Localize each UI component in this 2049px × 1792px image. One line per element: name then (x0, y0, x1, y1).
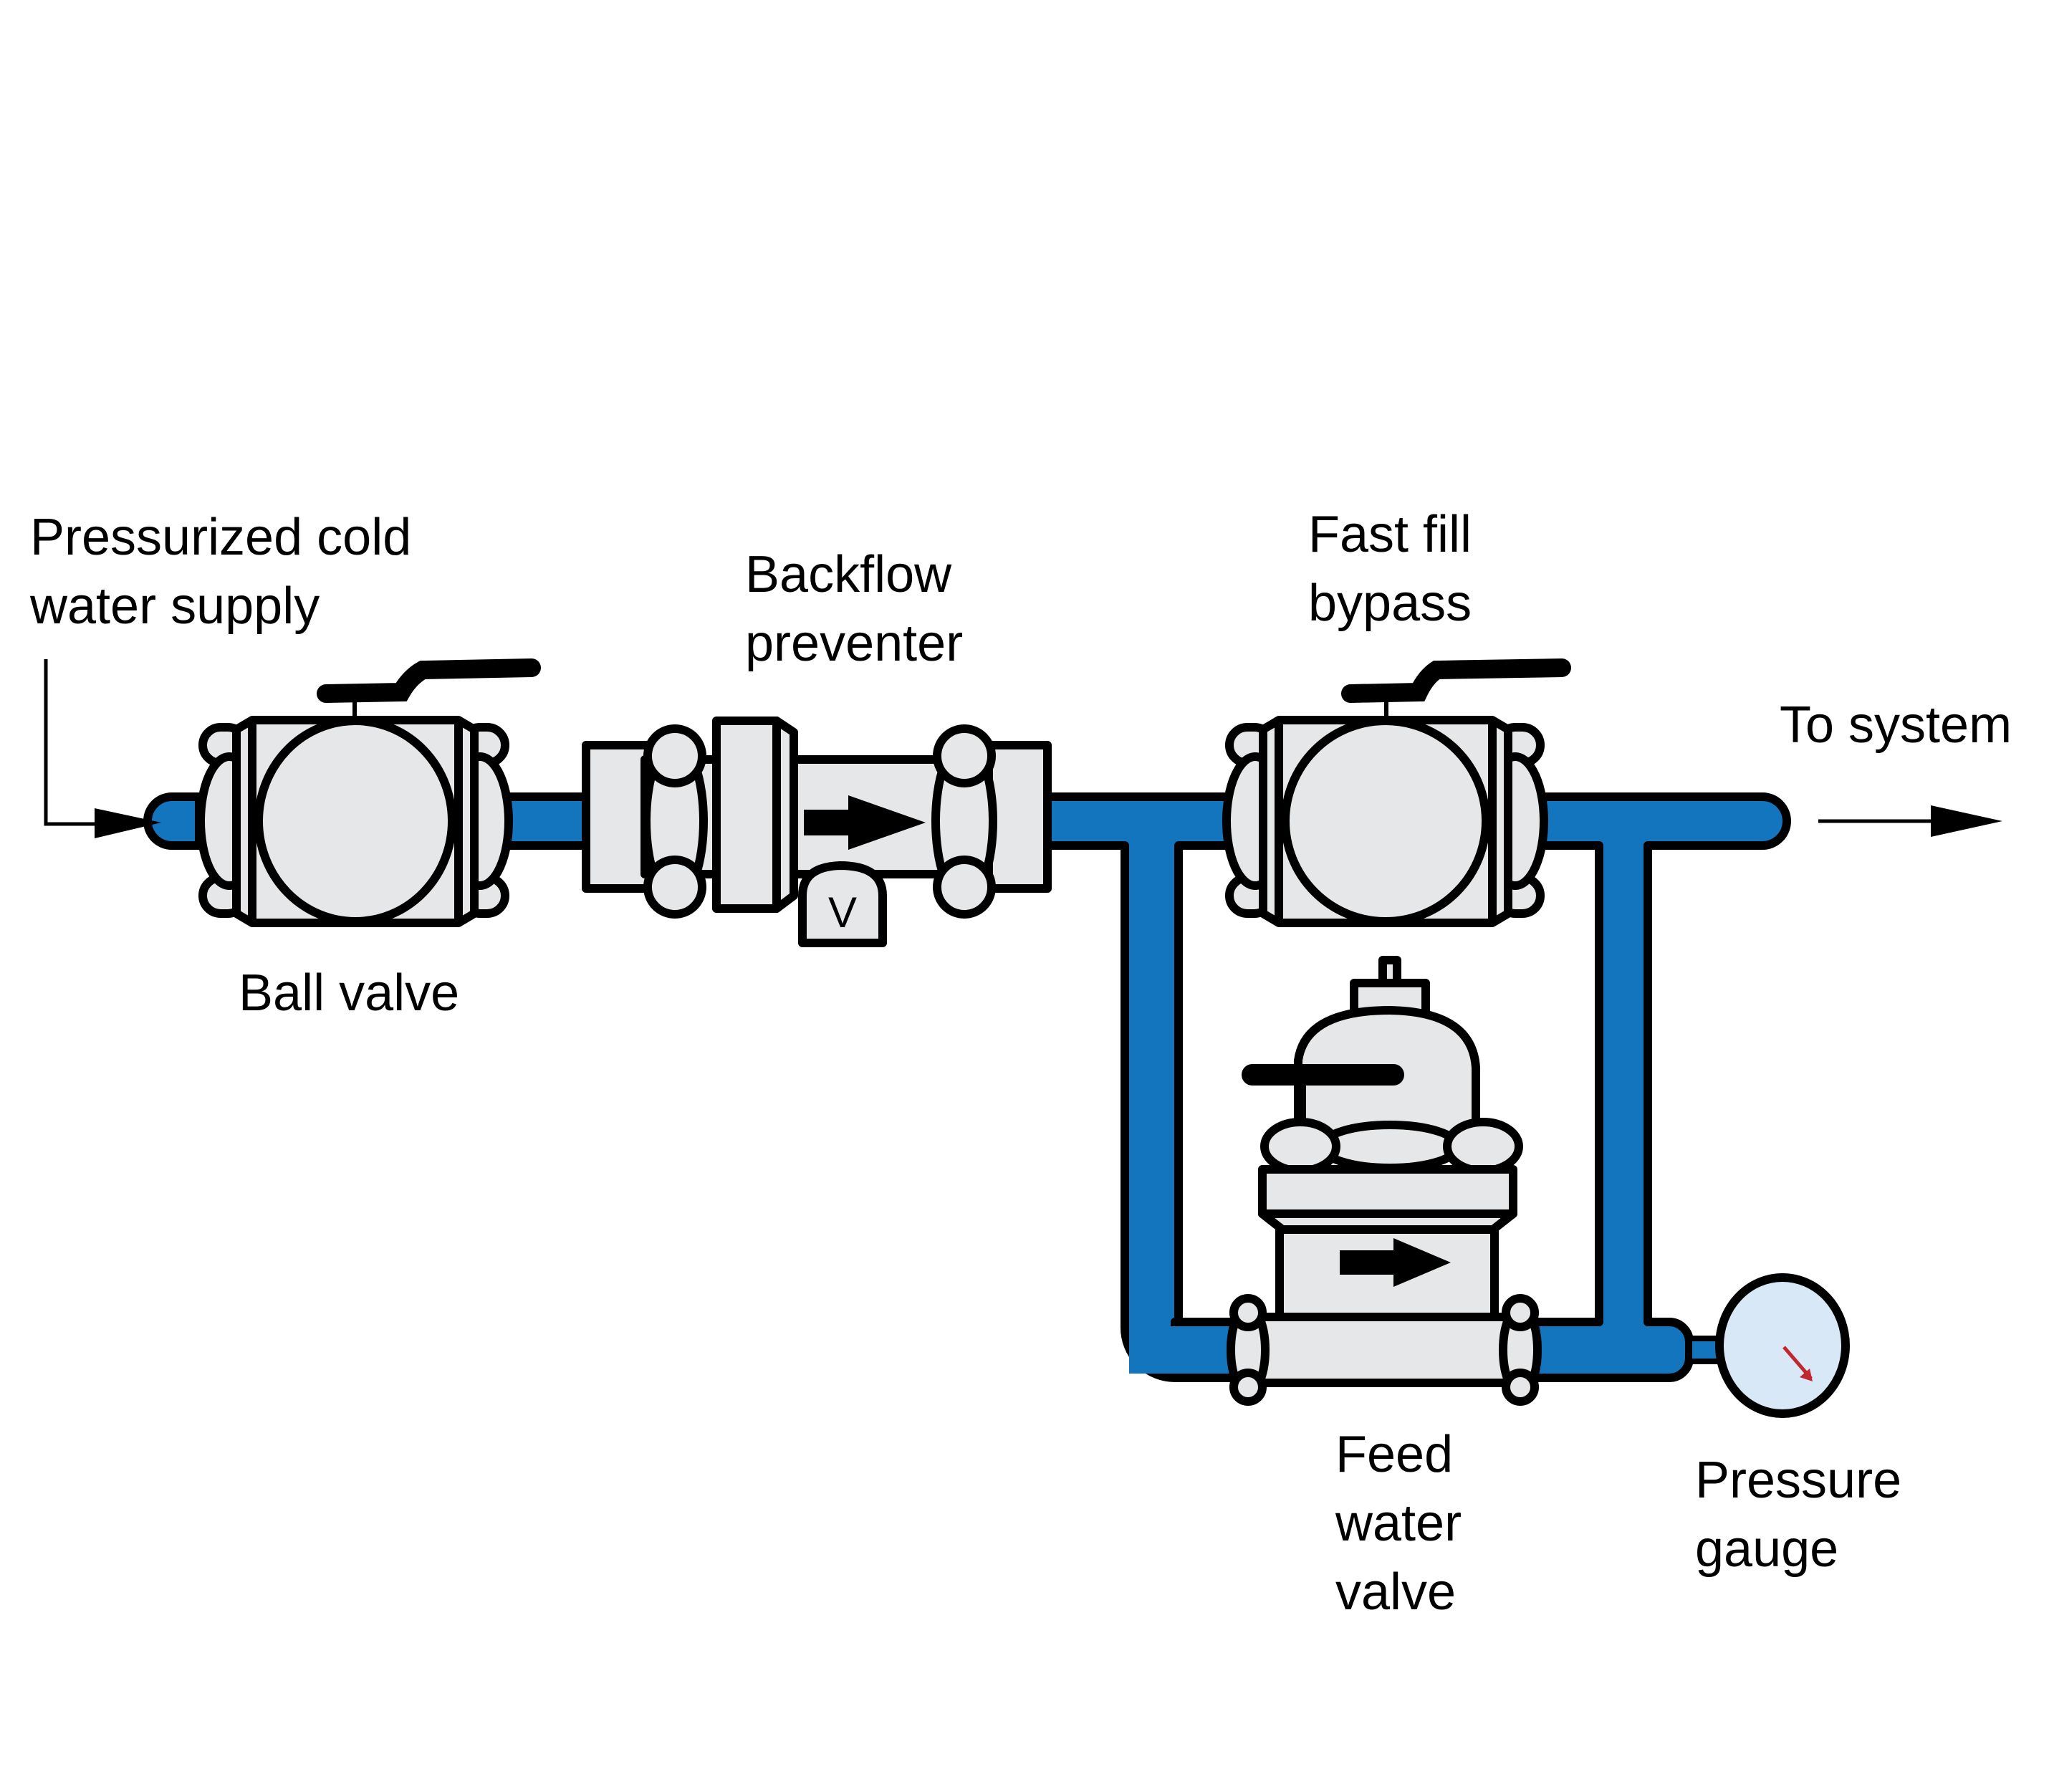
pipe-feed-left (1129, 1326, 1244, 1374)
to-system-arrow (1818, 805, 2002, 837)
fast-fill-bypass[interactable] (1222, 658, 1571, 927)
feed-valve-label-line-1: Feed (1335, 1426, 1453, 1483)
pipe-inlet (143, 792, 203, 850)
ball-valve[interactable] (196, 658, 541, 927)
gauge-face (1715, 1273, 1850, 1418)
backflow-label-line-2: preventer (745, 615, 963, 672)
gauge-label-line-2: gauge (1695, 1520, 1838, 1578)
flow-arrow-icon (1340, 1238, 1451, 1287)
supply-label-line-2: water supply (29, 578, 320, 635)
backflow-label-line-1: Backflow (745, 546, 952, 603)
pipe-feed-right (1540, 1326, 1669, 1374)
supply-arrow (44, 659, 161, 838)
supply-label-line-1: Pressurized cold (30, 509, 411, 566)
backflow-port (798, 861, 887, 947)
labels: Pressurized cold water supply Ball valve… (29, 506, 2012, 1621)
to-system-label: To system (1780, 696, 2012, 754)
arrow-head-icon (95, 808, 161, 838)
feed-water-valve[interactable] (1227, 956, 1542, 1406)
pipe-segment-1 (497, 792, 592, 850)
pressure-gauge[interactable] (1715, 1273, 1850, 1418)
gauge-label-line-1: Pressure (1695, 1452, 1901, 1509)
feed-valve-label-line-2: water (1335, 1495, 1462, 1552)
backflow-port-label: V (828, 888, 857, 936)
backflow-preventer[interactable]: V (582, 717, 1052, 947)
feed-valve-label-line-3: valve (1335, 1563, 1456, 1621)
valve-handle-icon (1341, 658, 1571, 703)
arrow-head-icon (1931, 805, 2002, 837)
pipes (143, 792, 1791, 1382)
bypass-label-line-1: Fast fill (1308, 506, 1472, 563)
valve-handle-icon (317, 658, 541, 703)
flow-arrow-icon (804, 795, 926, 850)
ball-valve-label: Ball valve (239, 964, 459, 1022)
bypass-label-line-2: bypass (1308, 575, 1472, 632)
